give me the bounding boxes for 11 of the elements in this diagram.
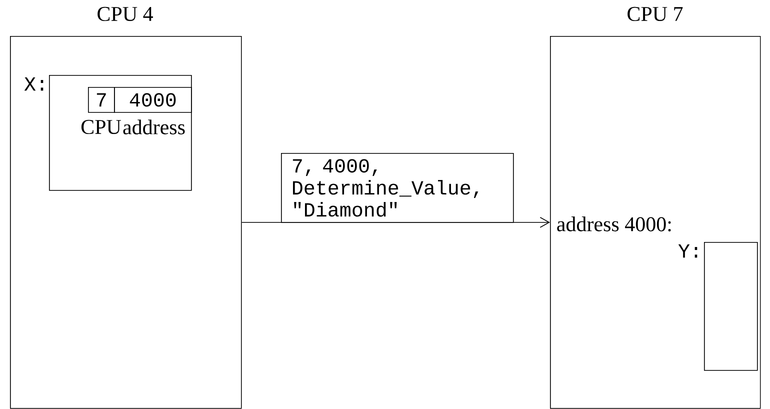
cpu-title: CPU 7 [628, 6, 683, 22]
memory-cell: 7 [88, 87, 115, 113]
memory-cell: 4000 [114, 87, 192, 113]
arrow [241, 217, 550, 228]
address-label: address 4000: [557, 216, 671, 232]
cell-caption: CPU [81, 120, 121, 134]
field-label: X: [24, 77, 44, 91]
cpu-title: CPU 4 [98, 6, 153, 22]
message-box: 7, 4000, Determine_Value, "Diamond" [281, 153, 514, 223]
field-label: Y: [678, 244, 698, 258]
cell-caption: address [123, 120, 185, 134]
